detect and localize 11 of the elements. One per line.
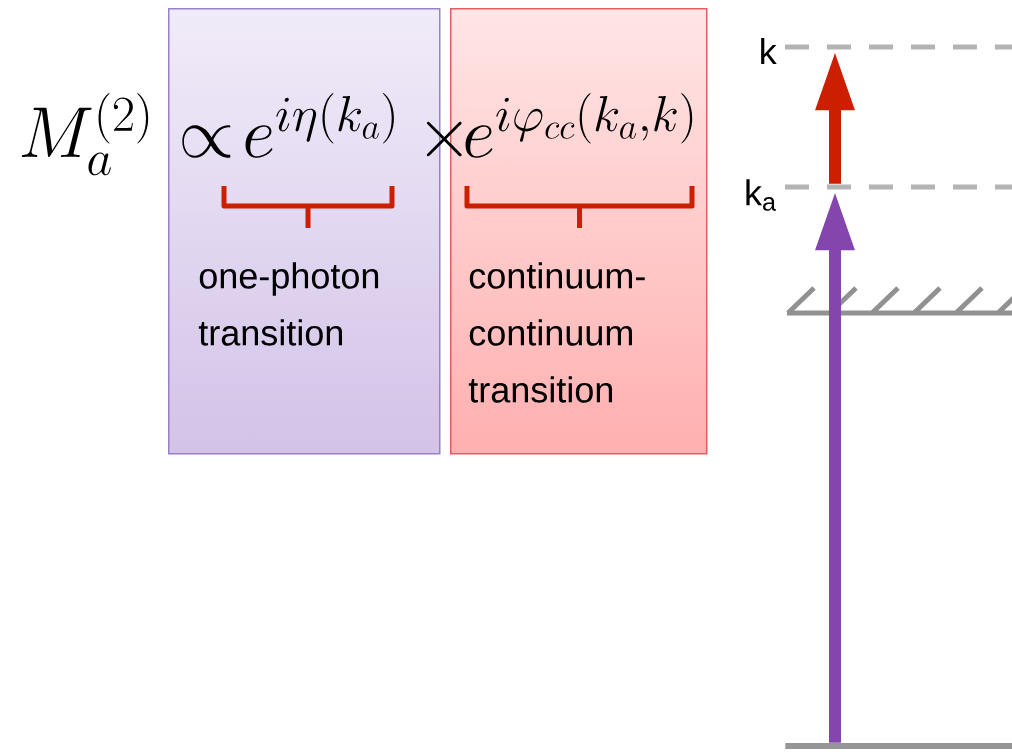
formula: $e^{i\varphi_{cc}(k_a,k)}$ bbox=[465, 93, 693, 158]
ground-level-line bbox=[785, 743, 1012, 749]
formula: $M_a^{(2)}$ bbox=[21, 93, 149, 176]
box-text: continuum-continuum transition bbox=[468, 262, 645, 403]
level-label: k$_{a}$ bbox=[746, 179, 776, 211]
box-text: one-photon transition bbox=[198, 262, 379, 346]
level-label: k bbox=[761, 37, 777, 65]
dashed-level-line bbox=[785, 44, 1012, 50]
formula: $\propto$ bbox=[182, 125, 231, 158]
formula: $e^{i\eta(k_a)}$ bbox=[245, 93, 394, 158]
dashed-level-line bbox=[785, 184, 1012, 190]
